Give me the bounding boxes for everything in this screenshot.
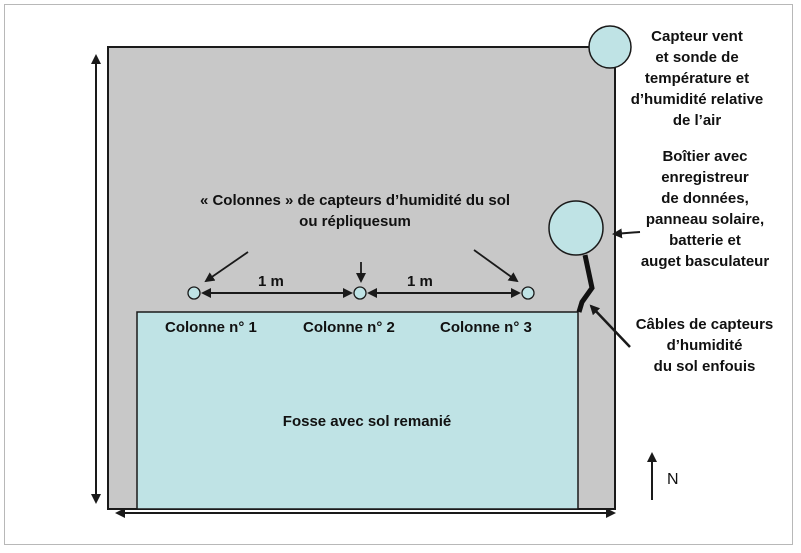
sensor-cable [576,254,595,313]
pit-label: Fosse avec sol remanié [282,413,452,430]
cable-pointer-arrow [589,304,631,348]
distance-label-1: 1 m [258,273,284,290]
column-3-marker [521,286,535,300]
column-2-marker [353,286,367,300]
logger-pointer-arrow [612,228,641,239]
column-1-label: Colonne n° 1 [165,319,257,336]
logger-box-label: Boîtier avec enregistreur de données, pa… [640,148,770,270]
pointer-column-1 [204,251,249,283]
column-3-label: Colonne n° 3 [440,319,532,336]
logger-box-circle [548,200,604,256]
north-label: N [667,471,679,488]
wind-sensor-circle [588,25,632,69]
column-2-label: Colonne n° 2 [303,319,395,336]
pointer-column-3 [473,249,519,283]
figure-frame [4,4,793,545]
wind-sensor-label: Capteur vent et sonde de température et … [630,28,764,129]
distance-label-2: 1 m [407,273,433,290]
pit-area [136,311,579,510]
columns-title: « Colonnes » de capteurs d’humidité du s… [199,192,511,230]
cables-label: Câbles de capteurs d’humidité du sol enf… [635,316,774,375]
column-1-marker [187,286,201,300]
